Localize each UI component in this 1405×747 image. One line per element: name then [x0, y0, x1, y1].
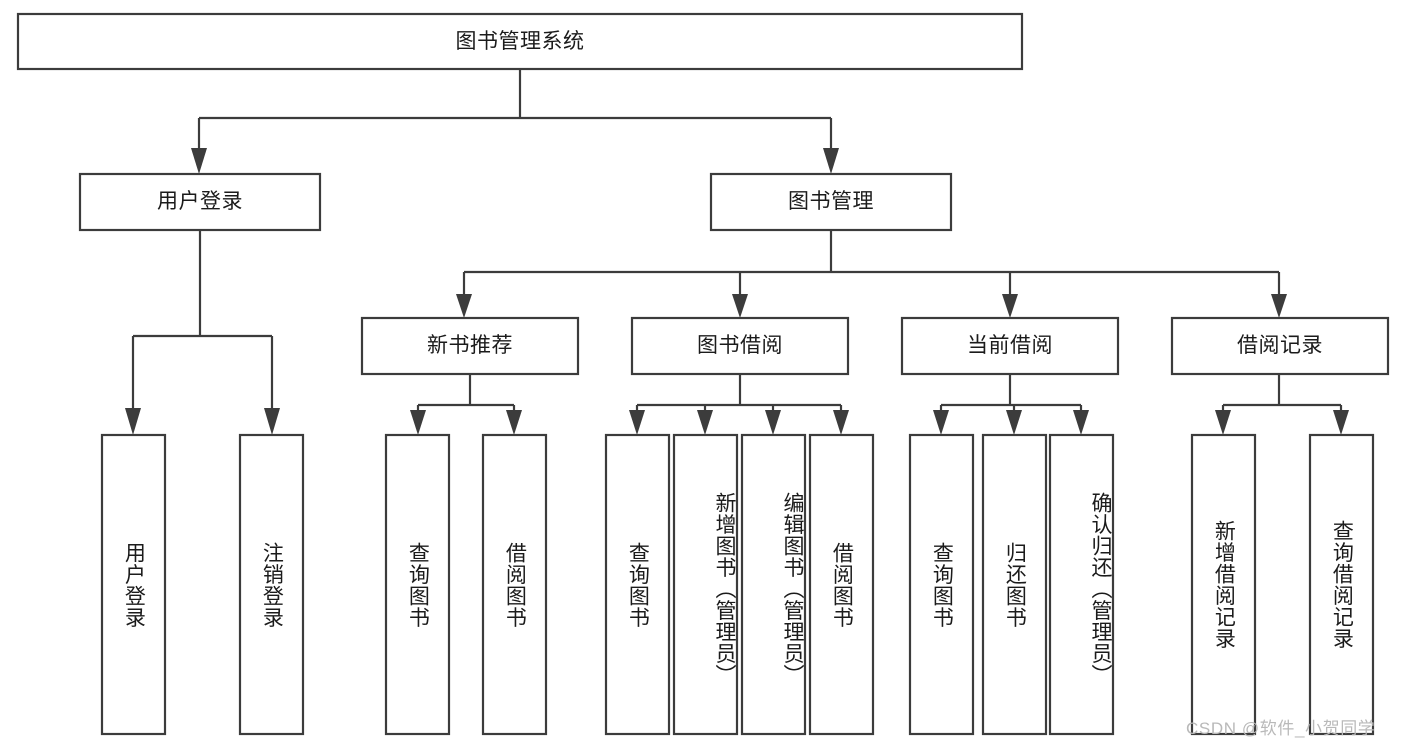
node-leaf-logout-box[interactable] — [238, 433, 305, 736]
arrow-head-leaf-borrow-book-2 — [833, 410, 849, 435]
node-borrow-record-box[interactable] — [1170, 316, 1390, 376]
arrow-head-leaf-confirm-return — [1073, 410, 1089, 435]
arrow-head-book-borrow — [732, 294, 748, 318]
arrow-head-leaf-user-login — [125, 408, 141, 435]
arrow-head-borrow-record — [1271, 294, 1287, 318]
node-leaf-query-book-2-box[interactable] — [604, 433, 671, 736]
node-book-manage-box[interactable] — [709, 172, 953, 232]
node-leaf-query-record-box[interactable] — [1308, 433, 1375, 736]
node-leaf-borrow-book-1-box[interactable] — [481, 433, 548, 736]
arrow-head-leaf-add-record — [1215, 410, 1231, 435]
node-leaf-user-login-box[interactable] — [100, 433, 167, 736]
arrow-head-user-login — [191, 148, 207, 174]
node-leaf-query-book-1-box[interactable] — [384, 433, 451, 736]
arrow-head-leaf-logout — [264, 408, 280, 435]
arrow-head-leaf-query-book-1 — [410, 410, 426, 435]
node-new-book-recommend-box[interactable] — [360, 316, 580, 376]
node-leaf-edit-book-box[interactable] — [740, 433, 807, 736]
arrow-head-leaf-edit-book — [765, 410, 781, 435]
arrow-head-current-borrow — [1002, 294, 1018, 318]
arrow-head-leaf-query-book-3 — [933, 410, 949, 435]
arrow-head-leaf-borrow-book-1 — [506, 410, 522, 435]
node-leaf-return-book-box[interactable] — [981, 433, 1048, 736]
arrow-head-book-manage — [823, 148, 839, 174]
node-leaf-borrow-book-2-box[interactable] — [808, 433, 875, 736]
arrow-head-leaf-query-record — [1333, 410, 1349, 435]
arrow-head-leaf-return-book — [1006, 410, 1022, 435]
watermark-text: CSDN @软件_小贺同学 — [1186, 719, 1376, 738]
arrow-head-leaf-add-book — [697, 410, 713, 435]
node-user-login-box[interactable] — [78, 172, 322, 232]
arrow-head-new-book-recommend — [456, 294, 472, 318]
arrow-head-leaf-query-book-2 — [629, 410, 645, 435]
node-root-box[interactable] — [16, 12, 1024, 71]
node-leaf-add-record-box[interactable] — [1190, 433, 1257, 736]
node-leaf-query-book-3-box[interactable] — [908, 433, 975, 736]
node-leaf-confirm-return-box[interactable] — [1048, 433, 1115, 736]
node-book-borrow-box[interactable] — [630, 316, 850, 376]
node-current-borrow-box[interactable] — [900, 316, 1120, 376]
node-leaf-add-book-box[interactable] — [672, 433, 739, 736]
